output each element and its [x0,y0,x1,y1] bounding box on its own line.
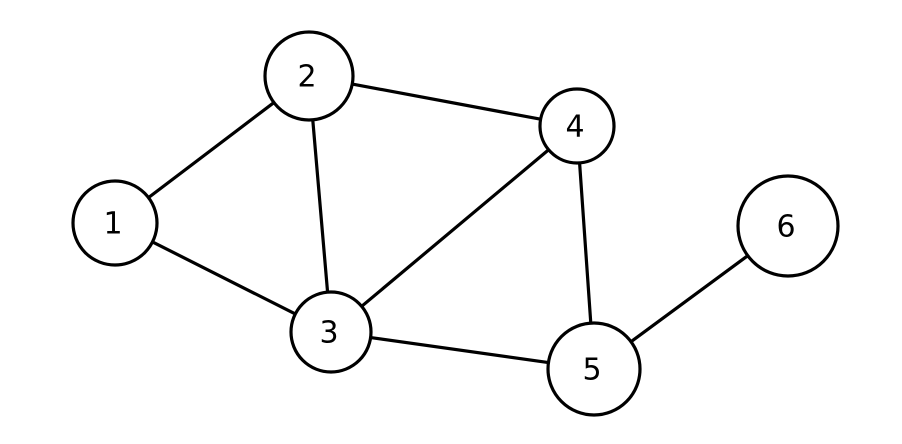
edge-4-5 [577,161,593,325]
edge-5-6 [629,254,750,344]
node-circle [546,321,642,417]
node-5: 5 [546,321,642,417]
edge-2-3 [311,118,330,294]
node-4: 4 [538,87,616,165]
node-label: 5 [582,353,601,388]
node-label: 4 [565,110,584,145]
node-label: 1 [103,207,122,242]
edge-1-2 [146,100,276,200]
edge-1-3 [150,240,297,316]
node-label: 2 [297,60,316,95]
edge-2-4 [350,82,543,121]
node-circle [263,30,355,122]
node-6: 6 [736,174,840,278]
node-circle [71,179,159,267]
node-circle [736,174,840,278]
node-label: 3 [319,316,338,351]
edge-3-4 [360,148,551,308]
node-circle [538,87,616,165]
edges-layer [146,82,750,365]
edge-3-5 [369,335,551,365]
node-label: 6 [776,210,795,245]
nodes-layer: 1 2 3 4 5 6 [71,30,840,417]
node-circle [289,290,373,374]
node-3: 3 [289,290,373,374]
node-1: 1 [71,179,159,267]
node-2: 2 [263,30,355,122]
